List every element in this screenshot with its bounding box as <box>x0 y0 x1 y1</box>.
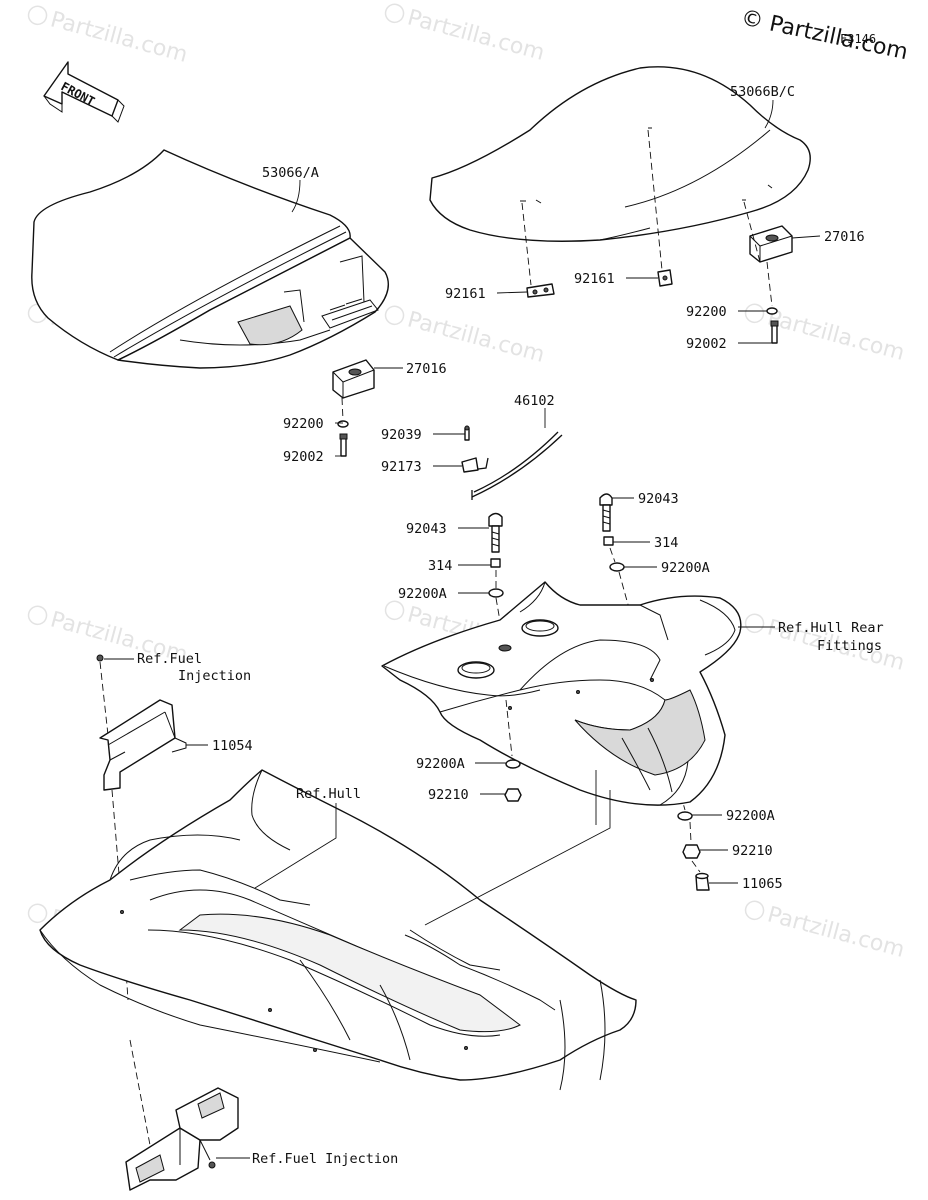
callout-ref-fuel-injection-top-line1: Ref.Fuel <box>137 651 202 667</box>
callout-rear-seat: 53066B/C <box>730 84 795 100</box>
lower-right-axis <box>689 821 701 873</box>
front-arrow-icon: FRONT <box>43 61 125 123</box>
callout-ref-fuel-injection-bottom: Ref.Fuel Injection <box>252 1151 398 1167</box>
copyright-text: © Partzilla.com <box>739 5 910 65</box>
front-washer-92200 <box>337 420 349 428</box>
front-hinge <box>332 359 375 399</box>
watermark: Partzilla.com <box>27 5 190 68</box>
bracket-axis <box>99 661 109 736</box>
svg-text:Partzilla.com: Partzilla.com <box>765 305 907 366</box>
right-washer-92200A-lower <box>677 811 693 821</box>
clamp-92173 <box>461 457 479 473</box>
callout-washer-92200A-upper-right: 92200A <box>661 560 710 576</box>
callout-washer-rear: 92200 <box>686 304 727 320</box>
callout-labels: 53066/A 53066B/C 27016 27016 92200 92002… <box>137 84 884 1167</box>
left-bolt-92043 <box>488 512 503 553</box>
support-rod-46102 <box>469 431 563 500</box>
callout-ref-hull-rear-line2: Fittings <box>817 638 882 654</box>
callout-pin-92039: 92039 <box>381 427 422 443</box>
callout-bolt-92043-right: 92043 <box>638 491 679 507</box>
right-collar-314 <box>603 536 614 546</box>
svg-text:Partzilla.com: Partzilla.com <box>765 902 907 963</box>
watermark: Partzilla.com <box>744 900 907 963</box>
callout-clip-center: 92161 <box>574 271 615 287</box>
svg-text:Partzilla.com: Partzilla.com <box>405 5 547 66</box>
bracket-screw <box>96 654 104 662</box>
callout-clip-left: 92161 <box>445 286 486 302</box>
rear-seat <box>429 66 811 242</box>
rear-washer-92200 <box>766 307 778 315</box>
front-bolt-92002 <box>339 433 348 457</box>
front-seat <box>31 149 389 369</box>
right-washer-92200A-upper <box>609 562 625 572</box>
callout-bracket-11054: 11054 <box>212 738 253 754</box>
watermark: Partzilla.com <box>384 3 547 66</box>
callout-cap-11065: 11065 <box>742 876 783 892</box>
callout-nut-92210-right: 92210 <box>732 843 773 859</box>
figure-code: F3146 <box>840 32 876 46</box>
callout-hinge-rear: 27016 <box>824 229 865 245</box>
callout-washer-92200A-upper-left: 92200A <box>398 586 447 602</box>
callout-ref-hull-rear-line1: Ref.Hull Rear <box>778 620 884 636</box>
callout-bolt-92043-left: 92043 <box>406 521 447 537</box>
bottom-bracket-axis <box>129 1039 151 1146</box>
left-washer-92200A-lower <box>505 759 521 769</box>
callout-collar-314-left: 314 <box>428 558 452 574</box>
callout-washer-92200A-lower-right: 92200A <box>726 808 775 824</box>
pin-92039 <box>464 425 470 441</box>
left-clip-axis <box>521 202 532 286</box>
callout-washer-front: 92200 <box>283 416 324 432</box>
callout-ref-hull: Ref.Hull <box>296 786 361 802</box>
leader-lines <box>104 99 821 1159</box>
left-collar-314 <box>490 558 501 568</box>
callout-nut-92210-left: 92210 <box>428 787 469 803</box>
callout-hinge-front: 27016 <box>406 361 447 377</box>
center-clip-92161 <box>657 269 673 287</box>
rear-hinge-axis <box>743 201 773 307</box>
rear-deck-fitting <box>381 581 742 806</box>
cap-11065 <box>695 872 710 891</box>
seat-mount-marks <box>520 199 542 204</box>
fuel-injection-bracket <box>125 1087 239 1191</box>
seat-mount-marks <box>648 127 773 201</box>
callout-bolt-rear: 92002 <box>686 336 727 352</box>
left-clip-92161 <box>526 283 555 298</box>
callout-clamp-92173: 92173 <box>381 459 422 475</box>
left-nut-92210 <box>504 788 522 802</box>
callout-front-seat: 53066/A <box>262 165 319 181</box>
callout-bolt-front: 92002 <box>283 449 324 465</box>
callout-ref-fuel-injection-top-line2: Injection <box>178 668 251 684</box>
callout-rod-46102: 46102 <box>514 393 555 409</box>
left-washer-92200A-upper <box>488 588 504 598</box>
center-clip-axis <box>647 129 663 271</box>
front-hinge-axis <box>341 397 344 421</box>
svg-text:Partzilla.com: Partzilla.com <box>48 7 190 68</box>
right-nut-92210 <box>682 844 701 859</box>
hull <box>39 769 637 1091</box>
callout-collar-314-right: 314 <box>654 535 678 551</box>
lower-left-axis <box>505 699 513 757</box>
watermark: Partzilla.com <box>384 305 547 368</box>
svg-text:Partzilla.com: Partzilla.com <box>405 307 547 368</box>
bracket-11054 <box>99 699 187 791</box>
rear-bolt-92002 <box>770 320 779 344</box>
callout-washer-92200A-lower-left: 92200A <box>416 756 465 772</box>
right-bolt-92043 <box>599 493 613 532</box>
rear-hinge <box>749 225 793 263</box>
